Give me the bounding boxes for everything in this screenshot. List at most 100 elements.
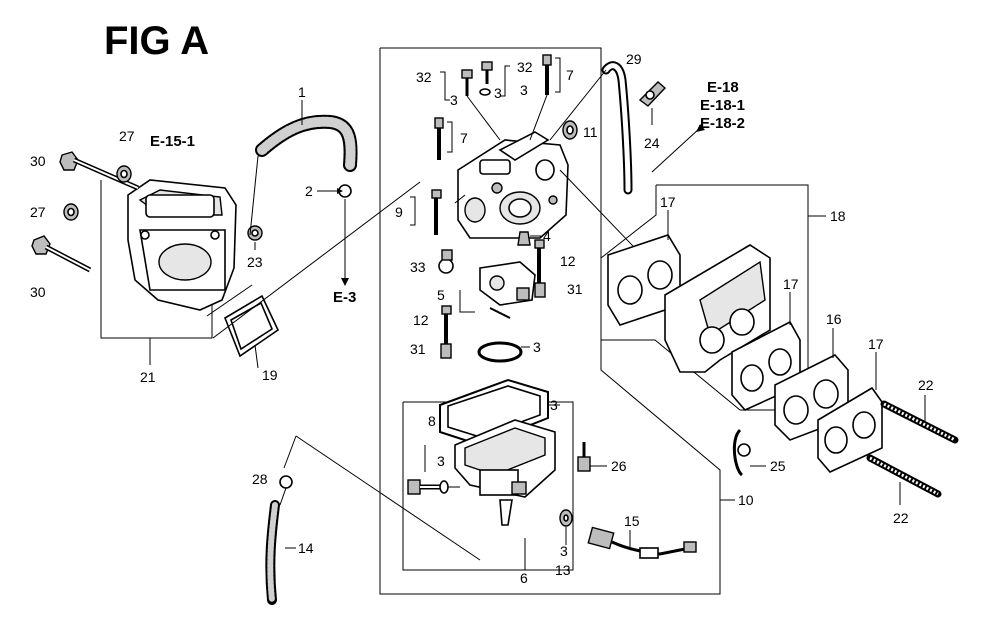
gasket-17-c: [817, 386, 883, 473]
screw-12-right: [534, 239, 545, 285]
leader-e18: [651, 127, 701, 173]
screw-32-left: [461, 69, 473, 96]
callout-14: 14: [298, 540, 314, 556]
callout-8: 8: [428, 413, 436, 429]
washer-3-bottom: [559, 509, 573, 545]
callout-15: 15: [624, 513, 640, 529]
jet-7-left: [434, 117, 444, 160]
callout-3-c: 3: [533, 339, 541, 355]
callout-3-b: 3: [494, 85, 502, 101]
bracket-9: [410, 196, 416, 226]
bowl-gasket-3: [439, 378, 549, 447]
leader-32-body: [466, 95, 501, 141]
pin-5: [489, 307, 511, 319]
bracket-7-left: [447, 121, 453, 153]
ref-e18-1[interactable]: E-18-1: [700, 97, 745, 114]
spring-31-left: [440, 343, 452, 359]
bracket-32-left: [440, 71, 450, 101]
callout-17-a: 17: [660, 194, 676, 210]
screw-8: [407, 479, 449, 495]
callout-3-f: 3: [560, 543, 568, 559]
ref-e18-2[interactable]: E-18-2: [700, 115, 745, 132]
gasket-19: [224, 294, 280, 369]
callout-25: 25: [770, 458, 786, 474]
callout-10: 10: [738, 492, 754, 508]
callout-11: 11: [583, 124, 598, 140]
bracket-7-top: [555, 57, 561, 93]
callout-27-a: 27: [119, 128, 135, 144]
callout-30-a: 30: [30, 153, 46, 169]
bracket-5: [459, 290, 475, 313]
callout-2: 2: [305, 183, 313, 199]
bolt-30-upper: [59, 151, 140, 191]
callout-6: 6: [520, 570, 528, 586]
leader-hose-bowl: [295, 435, 481, 561]
leader-airintake-carb: [212, 181, 421, 339]
breather-tube-1: [249, 114, 358, 236]
washer-11: [562, 120, 578, 140]
callout-30-b: 30: [30, 284, 46, 300]
carburetor-body: [454, 131, 569, 239]
stud-22-lower: [866, 454, 942, 498]
callout-28: 28: [252, 471, 268, 487]
washer-27-upper: [116, 165, 132, 183]
callout-13: 13: [555, 562, 571, 578]
ref-e3[interactable]: E-3: [333, 289, 356, 306]
spring-31-right: [534, 282, 546, 298]
group-box-carburetor-left: [379, 48, 721, 595]
clip-25: [732, 428, 766, 477]
figure-title: FIG A: [104, 19, 209, 63]
callout-26: 26: [611, 458, 627, 474]
leader-hose-clip: [283, 435, 297, 469]
arrow-e3: [341, 278, 349, 286]
insulator-plate: [664, 244, 771, 373]
callout-1: 1: [298, 84, 306, 100]
callout-17-c: 17: [868, 336, 884, 352]
drain-screw-26: [577, 442, 607, 472]
callout-17-b: 17: [783, 276, 799, 292]
float-bowl-6: [454, 419, 556, 526]
ref-e18[interactable]: E-18: [707, 79, 739, 96]
clip-2: [317, 184, 352, 198]
screw-12-left: [441, 305, 452, 345]
callout-31-b: 31: [410, 341, 426, 357]
needle-4: [517, 231, 531, 246]
jet-7-top: [542, 54, 552, 95]
solenoid-wire-15: [587, 526, 697, 559]
callout-22-b: 22: [893, 510, 909, 526]
arrow-e18: [696, 124, 705, 132]
callout-24: 24: [644, 135, 660, 151]
callout-32-b: 32: [517, 59, 533, 75]
fuel-hose-14: [265, 500, 280, 605]
screw-32-center: [479, 61, 493, 96]
leader-airintake-carb2: [206, 284, 253, 317]
callout-22-a: 22: [918, 377, 934, 393]
callout-23: 23: [247, 254, 263, 270]
callout-5: 5: [437, 287, 445, 303]
bracket-32-right: [500, 65, 510, 97]
callout-19: 19: [262, 367, 278, 383]
clamp-24: [638, 81, 667, 107]
screw-9: [431, 189, 442, 235]
callout-31-a: 31: [567, 281, 583, 297]
nut-23: [247, 225, 263, 250]
tube-29: [601, 61, 633, 195]
callout-27-b: 27: [30, 204, 46, 220]
callout-3-d: 3: [550, 397, 558, 413]
callout-7-b: 7: [460, 130, 468, 146]
stud-22-upper: [880, 400, 959, 444]
group-box-gasket-set: [600, 184, 809, 411]
callout-29: 29: [626, 51, 642, 67]
callout-21: 21: [140, 369, 156, 385]
callout-3-g: 3: [520, 82, 528, 98]
air-intake-elbow: [127, 179, 237, 311]
valve-assembly-5: [479, 261, 536, 306]
callout-33: 33: [410, 259, 426, 275]
group-box-carburetor: [380, 47, 721, 492]
screw-33: [438, 249, 454, 274]
callout-9: 9: [395, 204, 403, 220]
callout-12-a: 12: [560, 253, 576, 269]
ref-e15-1[interactable]: E-15-1: [150, 133, 195, 150]
clip-28: [279, 475, 293, 506]
